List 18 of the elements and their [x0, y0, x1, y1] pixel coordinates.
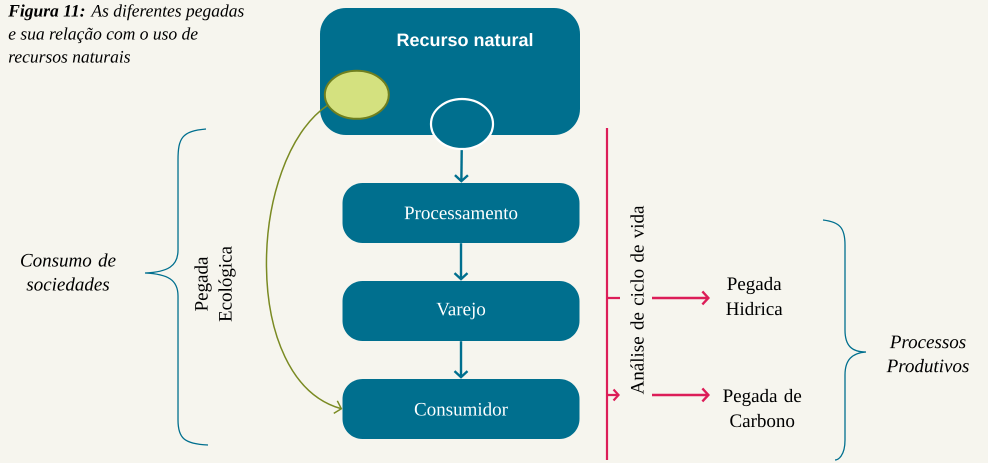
curved-arrow: [266, 105, 342, 414]
arrow: [652, 290, 710, 306]
side-label: Análise de ciclo de vida: [630, 206, 644, 394]
side-label: Pegada Ecológica: [194, 246, 236, 322]
side-label: Processos Produtivos: [886, 336, 969, 372]
arrow: [454, 243, 468, 281]
oval: [324, 70, 390, 120]
process-box: Processamento: [342, 183, 580, 243]
arrow: [454, 150, 469, 183]
arrow: [454, 341, 468, 379]
process-box: Varejo: [342, 281, 580, 341]
side-label: Consumo de sociedades: [21, 253, 116, 291]
process-box: Consumidor: [342, 379, 580, 439]
caption: Figura 11: As diferentes pegadas e sua relação com o uso de recursos naturais: [8, 4, 244, 63]
footprint-label: Pegada de Carbono: [723, 388, 802, 428]
footprint-label: Pegada Hidrica: [726, 276, 782, 316]
arrow: [652, 388, 710, 402]
oval: [430, 98, 494, 150]
